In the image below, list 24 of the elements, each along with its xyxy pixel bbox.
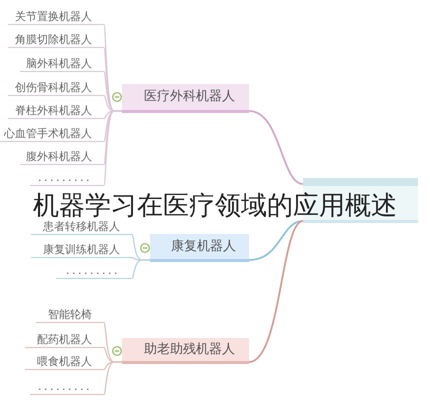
- connector-line: [132, 259, 150, 279]
- subtopic: 角膜切除机器人: [8, 33, 104, 48]
- topic-box: 康复机器人: [150, 234, 249, 262]
- connector-line: [103, 361, 122, 395]
- subtopic: 患者转移机器人: [31, 220, 132, 235]
- connector-line: [248, 110, 304, 185]
- connector-line: [248, 220, 304, 363]
- subtopic: 关节置换机器人: [8, 10, 104, 25]
- connector-line: [248, 220, 304, 261]
- topic-box: 医疗外科机器人: [122, 84, 249, 113]
- subtopic: .........: [30, 171, 104, 186]
- topic-box: 助老助残机器人: [122, 338, 249, 364]
- subtopic: 腹外科机器人: [20, 150, 104, 165]
- subtopic: 智能轮椅: [36, 308, 104, 323]
- subtopic: .........: [56, 264, 132, 279]
- subtopic: 喂食机器人: [25, 355, 104, 370]
- subtopic: 配药机器人: [25, 333, 104, 348]
- title: 机器学习在医疗领域的应用概述: [33, 193, 397, 219]
- subtopic: 康复训练机器人: [31, 243, 132, 258]
- subtopic: .........: [30, 380, 104, 395]
- subtopic: 心血管手术机器人: [0, 127, 104, 142]
- subtopic: 脊柱外科机器人: [8, 104, 104, 119]
- subtopic: 脑外科机器人: [20, 57, 104, 72]
- subtopic: 创伤骨科机器人: [8, 81, 104, 96]
